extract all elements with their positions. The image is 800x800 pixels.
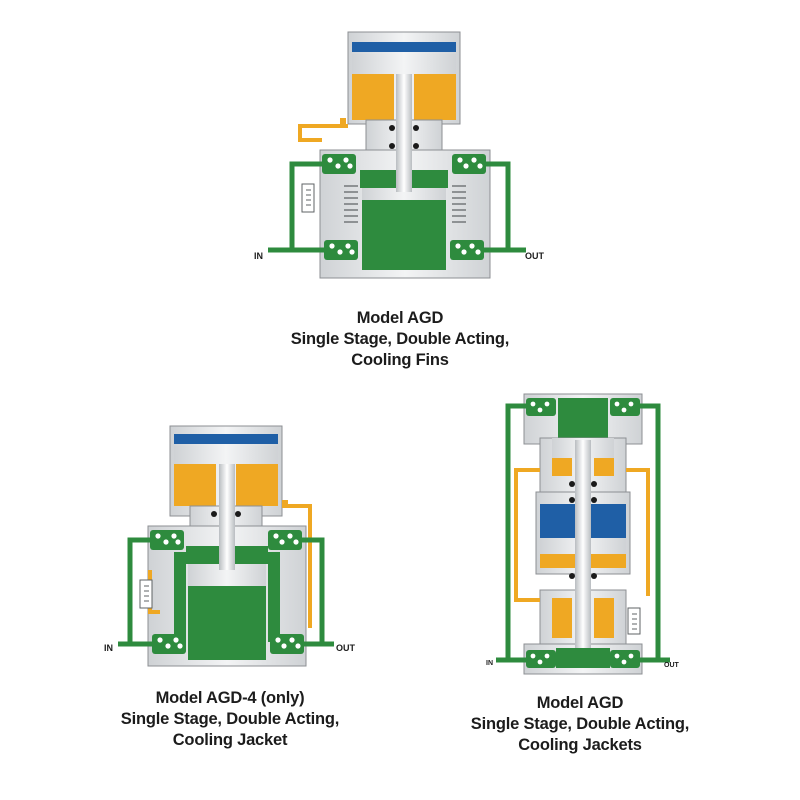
- piston-rod: [575, 440, 591, 648]
- caption-title: Model AGD-4 (only): [155, 689, 305, 707]
- check-valve-icon: [150, 530, 184, 550]
- drive-line: [282, 504, 312, 628]
- gas-piston: [362, 188, 446, 200]
- cylinder-head-blue: [174, 434, 278, 444]
- check-valve-icon: [270, 634, 304, 654]
- vent-port: [340, 118, 346, 124]
- drive-line-right: [626, 468, 650, 596]
- check-valve-icon: [450, 240, 484, 260]
- drive-chamber-left: [174, 464, 216, 506]
- seal-icon: [389, 125, 395, 131]
- check-valve-icon: [324, 240, 358, 260]
- gas-piston: [188, 564, 266, 586]
- diagram-agd-cooling-fins: IN OUT: [254, 31, 545, 279]
- piston-rod: [396, 74, 412, 192]
- seal-icon: [389, 143, 395, 149]
- inlet-line: [268, 161, 326, 253]
- drive-line: [514, 468, 540, 602]
- caption-cooling: Cooling Jacket: [172, 731, 288, 749]
- pressure-gauge-icon: [139, 579, 153, 609]
- seal-icon: [591, 573, 597, 579]
- outlet-line: [636, 403, 670, 663]
- drive-chamber-upper-left: [552, 458, 572, 476]
- drive-chamber-lower-left: [552, 598, 572, 638]
- inlet-line: [118, 537, 152, 647]
- cooling-jacket-left: [174, 552, 186, 642]
- pressure-gauge-icon: [301, 183, 315, 213]
- caption-title: Model AGD: [356, 309, 444, 327]
- port-label-in: IN: [104, 643, 113, 653]
- piston-upper: [174, 446, 278, 464]
- port-label-in: IN: [254, 251, 263, 261]
- drive-chamber-lower-right: [594, 598, 614, 638]
- drive-chamber-right: [414, 74, 456, 120]
- port-label-out: OUT: [336, 643, 356, 653]
- seal-icon: [211, 511, 217, 517]
- caption-cooling: Cooling Jackets: [518, 736, 642, 754]
- seal-icon: [235, 511, 241, 517]
- pressure-gauge-icon: [627, 607, 641, 635]
- diagram-agd4-cooling-jacket: IN OUT: [104, 425, 356, 667]
- seal-icon: [569, 481, 575, 487]
- check-valve-icon: [322, 154, 356, 174]
- inlet-line: [496, 403, 528, 663]
- gas-chamber-bottom: [556, 648, 610, 668]
- seal-icon: [569, 497, 575, 503]
- caption-subtitle: Single Stage, Double Acting,: [470, 715, 690, 733]
- cooling-jacket-right: [268, 552, 280, 642]
- port-label-out: OUT: [664, 662, 680, 669]
- drive-chamber-left: [352, 74, 394, 120]
- piston-rod: [219, 464, 235, 570]
- check-valve-icon: [526, 650, 556, 668]
- seal-icon: [569, 573, 575, 579]
- cooling-fins-left: [344, 185, 358, 223]
- check-valve-icon: [152, 634, 186, 654]
- diagram-agd-cooling-jackets: IN OUT: [486, 393, 680, 675]
- check-valve-icon: [526, 398, 556, 416]
- port-label-in: IN: [486, 660, 493, 667]
- drive-line: [298, 124, 348, 142]
- vent-port: [282, 500, 288, 506]
- outlet-line: [482, 161, 526, 253]
- check-valve-icon: [452, 154, 486, 174]
- caption-cooling: Cooling Fins: [351, 351, 449, 369]
- drive-chamber-upper-right: [594, 458, 614, 476]
- caption-title: Model AGD: [536, 694, 624, 712]
- cylinder-head-blue: [352, 42, 456, 52]
- cooling-fins-right: [452, 185, 466, 223]
- gas-chamber-top: [558, 398, 608, 438]
- caption-subtitle: Single Stage, Double Acting,: [120, 710, 340, 728]
- caption-agd4-cooling-jacket: Model AGD-4 (only) Single Stage, Double …: [95, 688, 365, 751]
- seal-icon: [413, 125, 419, 131]
- caption-agd-cooling-jackets: Model AGD Single Stage, Double Acting, C…: [445, 693, 715, 756]
- seal-icon: [591, 481, 597, 487]
- seal-icon: [591, 497, 597, 503]
- seal-icon: [413, 143, 419, 149]
- piston-upper: [352, 54, 456, 74]
- check-valve-icon: [268, 530, 302, 550]
- caption-subtitle: Single Stage, Double Acting,: [290, 330, 510, 348]
- outlet-line: [296, 537, 334, 647]
- check-valve-icon: [610, 650, 640, 668]
- gas-chamber-bottom: [362, 200, 446, 270]
- caption-agd-cooling-fins: Model AGD Single Stage, Double Acting, C…: [265, 308, 535, 371]
- gas-chamber-bottom: [188, 586, 266, 660]
- check-valve-icon: [610, 398, 640, 416]
- drive-chamber-right: [236, 464, 278, 506]
- port-label-out: OUT: [525, 251, 545, 261]
